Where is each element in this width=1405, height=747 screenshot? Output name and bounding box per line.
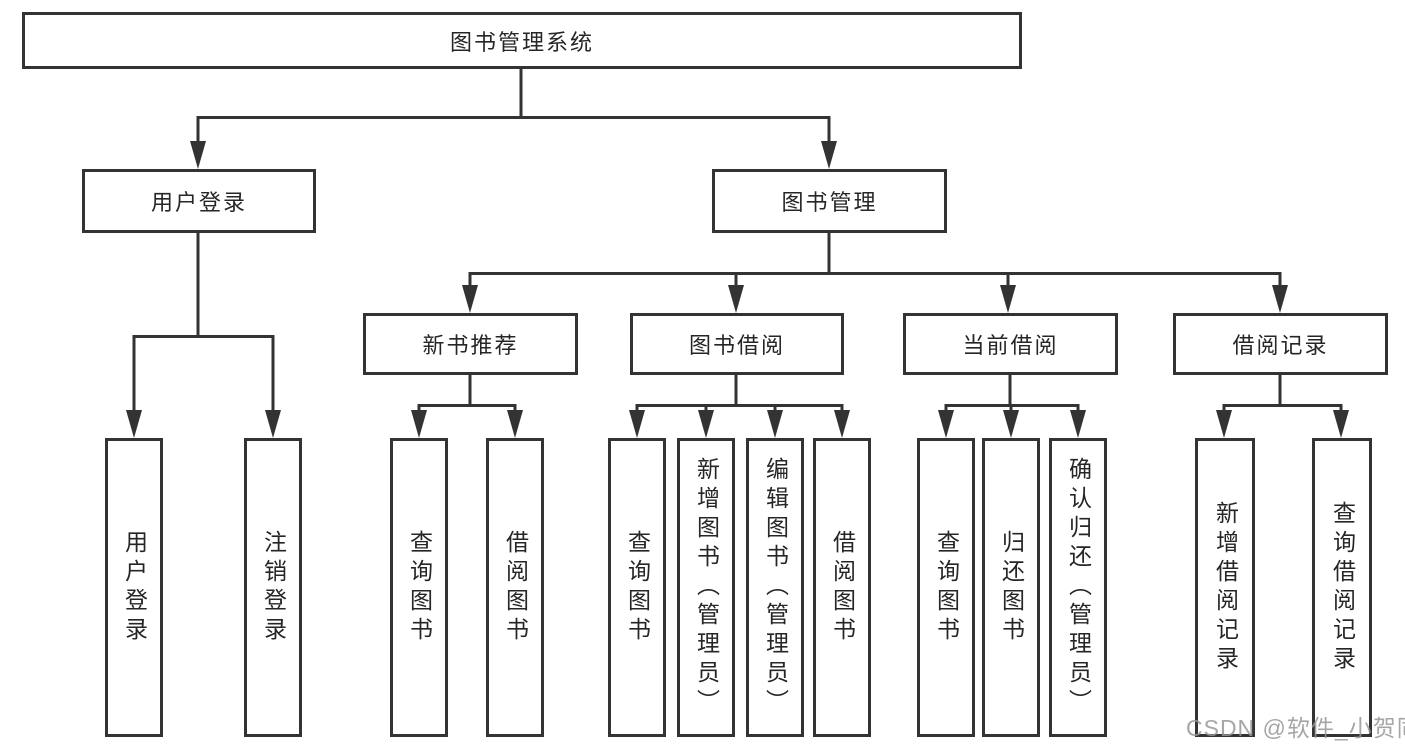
node-new-book-recommend: 新书推荐 xyxy=(363,313,578,375)
leaf-label: 借阅图书 xyxy=(829,529,856,646)
leaf-borrow-books: 借阅图书 xyxy=(813,438,871,737)
leaf-add-borrow-record: 新增借阅记录 xyxy=(1195,438,1255,737)
leaf-add-books-admin: 新增图书（管理员） xyxy=(677,438,735,737)
node-book-management: 图书管理 xyxy=(712,169,947,233)
leaf-label: 新增图书（管理员） xyxy=(693,457,720,718)
leaf-confirm-return-admin: 确认归还（管理员） xyxy=(1049,438,1107,737)
leaf-query-books-borrow: 查询图书 xyxy=(608,438,666,737)
node-library-management-system: 图书管理系统 xyxy=(22,12,1022,69)
csdn-watermark: CSDN @软件_小贺同学 xyxy=(1186,715,1405,741)
leaf-label: 查询借阅记录 xyxy=(1329,500,1356,675)
node-user-login: 用户登录 xyxy=(82,169,316,233)
node-label: 图书管理系统 xyxy=(449,29,594,55)
node-label: 图书管理 xyxy=(781,190,878,215)
leaf-logout: 注销登录 xyxy=(244,438,302,737)
node-label: 当前借阅 xyxy=(962,333,1059,358)
leaf-label: 查询图书 xyxy=(406,529,433,646)
leaf-label: 新增借阅记录 xyxy=(1212,500,1239,675)
node-label: 新书推荐 xyxy=(422,333,519,358)
leaf-label: 编辑图书（管理员） xyxy=(762,457,789,718)
node-borrow-records: 借阅记录 xyxy=(1173,313,1388,375)
leaf-label: 注销登录 xyxy=(260,529,287,646)
leaf-label: 用户登录 xyxy=(121,529,148,646)
leaf-user-login: 用户登录 xyxy=(105,438,163,737)
node-book-borrow: 图书借阅 xyxy=(630,313,844,375)
leaf-label: 确认归还（管理员） xyxy=(1065,457,1092,718)
leaf-query-books-recommend: 查询图书 xyxy=(390,438,448,737)
leaf-query-books-current: 查询图书 xyxy=(917,438,975,737)
leaf-label: 查询图书 xyxy=(624,529,651,646)
node-label: 用户登录 xyxy=(150,190,247,215)
leaf-label: 查询图书 xyxy=(933,529,960,646)
leaf-query-borrow-record: 查询借阅记录 xyxy=(1312,438,1372,737)
leaf-borrow-books-recommend: 借阅图书 xyxy=(486,438,544,737)
leaf-edit-books-admin: 编辑图书（管理员） xyxy=(746,438,804,737)
leaf-label: 借阅图书 xyxy=(502,529,529,646)
node-label: 借阅记录 xyxy=(1232,333,1329,358)
leaf-return-books: 归还图书 xyxy=(982,438,1040,737)
leaf-label: 归还图书 xyxy=(998,529,1025,646)
node-current-borrow: 当前借阅 xyxy=(903,313,1118,375)
node-label: 图书借阅 xyxy=(688,333,785,358)
